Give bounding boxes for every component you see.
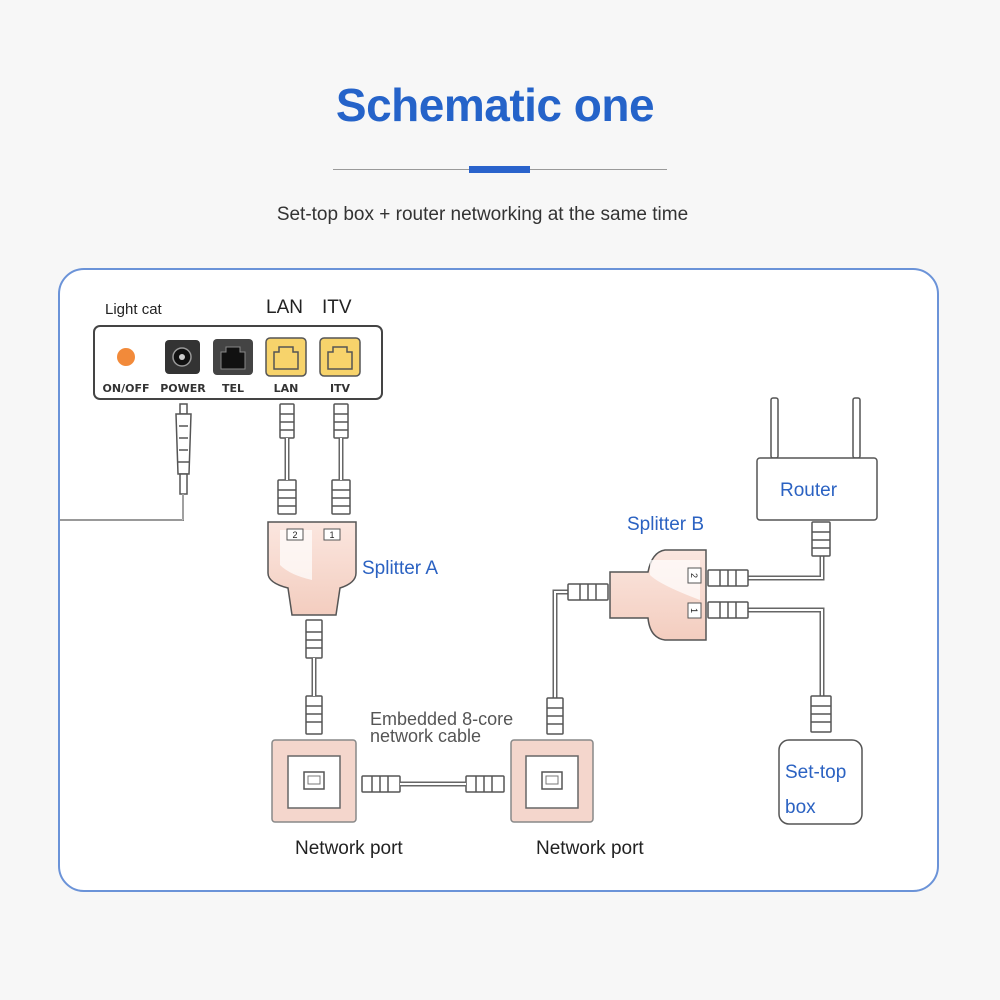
splitter-a-port-1-label: 1 [329,530,334,540]
router-antenna-right-icon [852,397,861,459]
splitter-b-port-2-label: 2 [689,573,699,578]
splitter-b-to-settop-cable [707,601,832,733]
itv-label: ITV [330,382,351,395]
splitter-b-label: Splitter B [627,514,704,535]
page-title: Schematic one [335,79,655,131]
router-label: Router [780,480,838,501]
tel-label: TEL [222,382,244,395]
lan-label: LAN [274,382,299,395]
itv-port [319,337,361,377]
right-network-port-label: Network port [536,838,644,859]
splitter-b-port-1-label: 1 [689,608,699,613]
settop-box [778,739,863,825]
title-divider-accent [469,166,530,173]
left-network-port [271,739,357,823]
modem-lan-top-label: LAN [266,297,303,318]
modem-title: Light cat [105,301,163,318]
splitter-a-label: Splitter A [362,558,438,579]
power-port [165,340,200,374]
lan-port [265,337,307,377]
splitter-a: 2 1 [267,521,357,616]
onoff-label: ON/OFF [103,382,150,395]
embedded-cable [361,775,505,793]
splitter-a-to-wall-cable [305,619,323,735]
tel-port [213,339,253,375]
splitter-b-to-router-cable [707,521,831,587]
onoff-indicator-icon [117,348,135,366]
left-network-port-label: Network port [295,838,403,859]
right-network-port [510,739,594,823]
settop-label-line1: Set-top [785,762,846,783]
modem-to-splitter-a-cables [277,403,351,515]
settop-label-line2: box [785,797,816,818]
splitter-a-port-2-label: 2 [292,530,297,540]
page-subtitle: Set-top box + router networking at the s… [276,204,689,225]
light-cat-modem: Light cat LAN ITV ON/OFF POWER TEL LAN [93,297,383,400]
power-plug [175,403,192,495]
router-antenna-left-icon [770,397,779,459]
modem-itv-top-label: ITV [322,297,352,318]
splitter-b: 2 1 [609,549,707,641]
power-cord [60,494,184,521]
wall-to-splitter-b-cable [546,583,609,735]
cable-label-line1: Embedded 8-core [370,709,513,729]
cable-label-line2: network cable [370,726,481,746]
router [756,397,878,521]
power-label: POWER [160,382,206,395]
